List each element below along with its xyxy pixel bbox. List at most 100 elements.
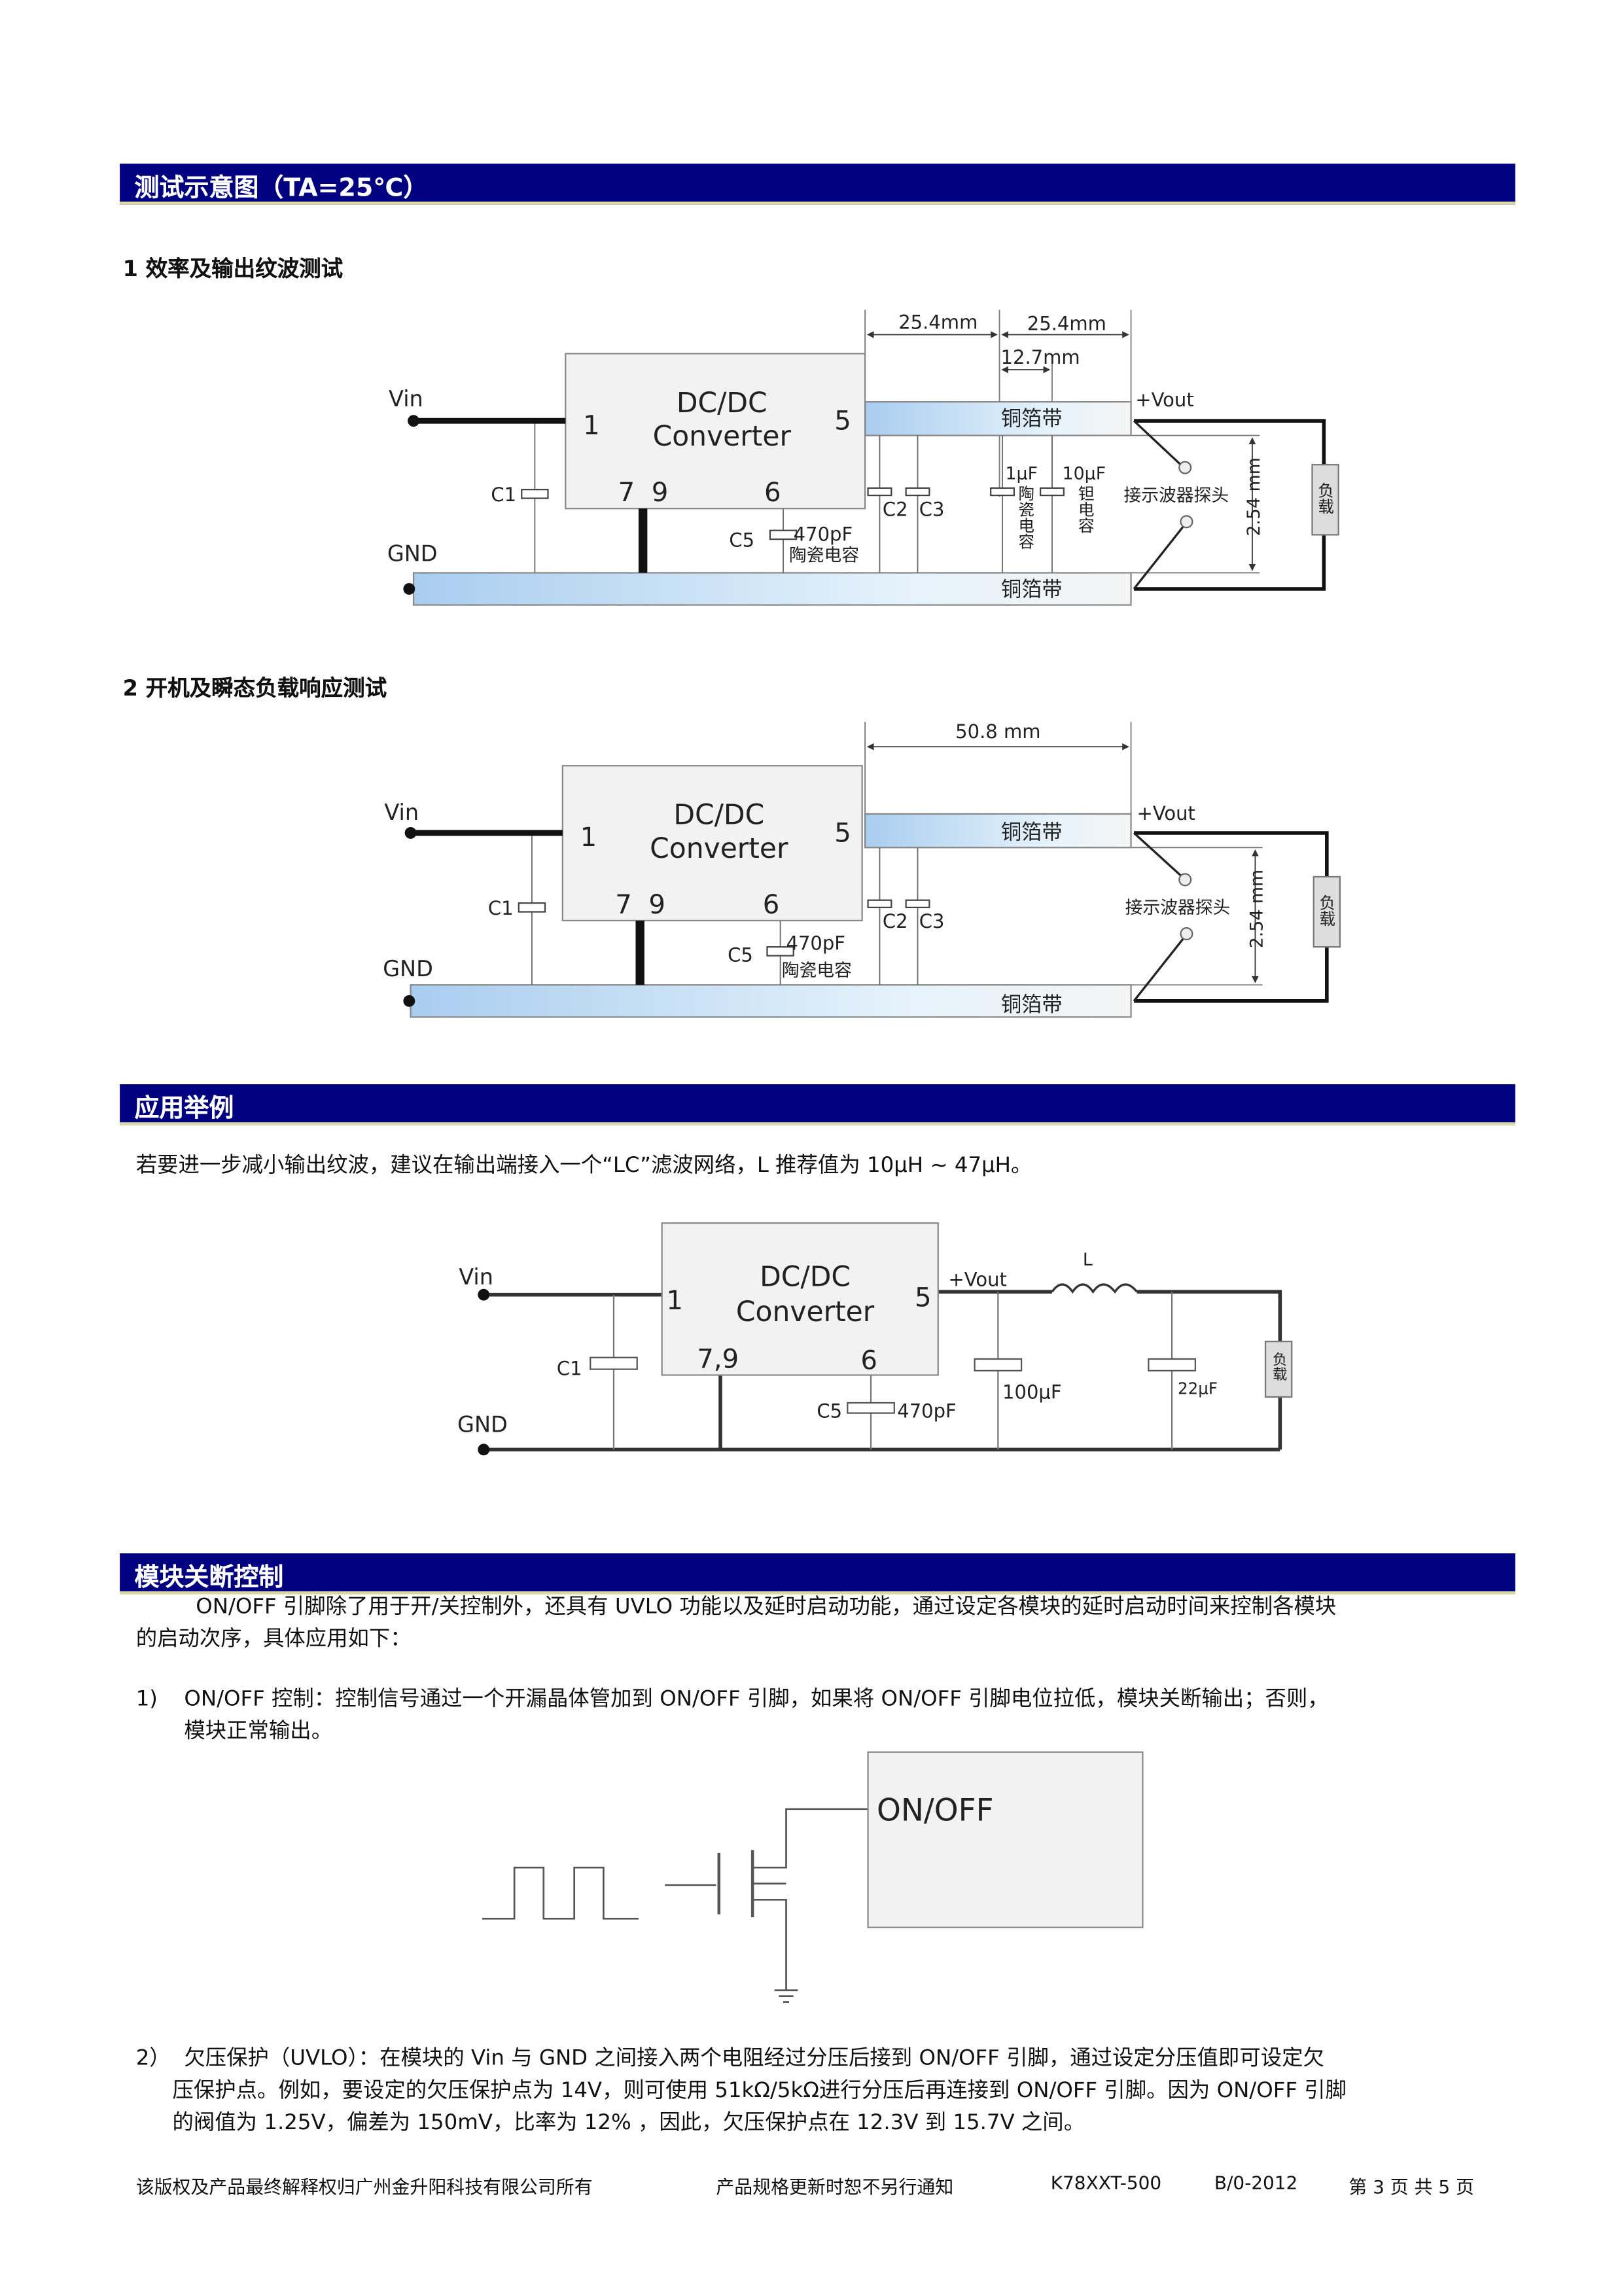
item1-number: 1) <box>135 1687 158 1712</box>
footer-copyright: 该版权及产品最终解释权归广州金升阳科技有限公司所有 <box>135 2176 593 2198</box>
subheading-startup: 2 开机及瞬态负载响应测试 <box>122 675 387 701</box>
pin-label: 5 <box>915 1283 932 1313</box>
vin-label: Vin <box>384 800 419 825</box>
pin-label: 1 <box>666 1286 683 1316</box>
section-header-onoff: 模块关断控制 <box>120 1553 1515 1595</box>
c5-value: 470pF <box>897 1400 957 1422</box>
vout-label: +Vout <box>948 1268 1006 1290</box>
footer-model: K78XXT-500 <box>1050 2171 1162 2194</box>
item2-line1: 欠压保护（UVLO）：在模块的 Vin 与 GND 之间接入两个电阻经过分压后接… <box>184 2047 1324 2071</box>
pin-label: 7 9 <box>618 478 669 508</box>
copper-label: 铜箔带 <box>1001 407 1063 431</box>
cap-value: 1μF <box>1006 464 1038 484</box>
load-label: 负载 <box>1316 482 1335 515</box>
pin-label: 1 <box>583 410 600 440</box>
pin-label: 6 <box>860 1346 877 1376</box>
dimension-label: 12.7mm <box>1001 346 1080 368</box>
cap-value: 10μF <box>1063 464 1106 484</box>
footer-revision: B/0-2012 <box>1214 2171 1298 2194</box>
vin-label: Vin <box>389 386 423 412</box>
dimension-label: 2.54 mm <box>1247 870 1267 948</box>
dimension-label: 25.4mm <box>1027 313 1106 335</box>
footer-page: 第 3 页 共 5 页 <box>1349 2176 1474 2198</box>
footer-notice: 产品规格更新时恕不另行通知 <box>716 2176 954 2198</box>
load-label: 负载 <box>1317 894 1336 927</box>
subheading-efficiency: 1 效率及输出纹波测试 <box>122 255 344 283</box>
onoff-control-diagram: ON/OFF <box>482 1751 1144 2003</box>
probe-label: 接示波器探头 <box>1123 486 1229 506</box>
item2-number: 2） <box>135 2047 171 2071</box>
copper-label: 铜箔带 <box>1001 578 1063 601</box>
converter-label: DC/DC <box>673 800 764 832</box>
c5-type: 陶瓷电容 <box>782 961 852 981</box>
efficiency-ripple-test-diagram: 25.4mm 25.4mm 12.7mm 2.54 mm <box>387 309 1339 606</box>
c5-type: 陶瓷电容 <box>789 546 859 566</box>
converter-label: DC/DC <box>677 387 767 419</box>
c3-label: C3 <box>919 498 945 520</box>
item2-line3: 的阀值为 1.25V，偏差为 150mV，比率为 12% ，因此，欠压保护点在 … <box>172 2111 1085 2135</box>
load-label: 负载 <box>1270 1351 1287 1381</box>
onoff-pin-label: ON/OFF <box>877 1793 994 1829</box>
onoff-module-box <box>867 1751 1144 1928</box>
c5-value: 470pF <box>794 523 853 545</box>
converter-label: Converter <box>736 1296 875 1328</box>
c5-label: C5 <box>817 1400 842 1422</box>
dcdc-converter-box <box>561 765 863 922</box>
c1-label: C1 <box>488 897 514 919</box>
c1-label: C1 <box>491 484 516 506</box>
vout-label: +Vout <box>1137 802 1195 824</box>
c1-label: C1 <box>557 1358 582 1380</box>
pin-label: 6 <box>763 890 780 920</box>
c3-label: C3 <box>919 910 945 932</box>
c2-label: C2 <box>883 910 908 932</box>
pin-label: 7,9 <box>697 1344 739 1374</box>
section-header-app: 应用举例 <box>120 1084 1515 1125</box>
item2-line2: 压保护点。例如，要设定的欠压保护点为 14V，则可使用 51kΩ/5kΩ进行分压… <box>172 2079 1347 2103</box>
section-title: 测试示意图（TA=25℃） <box>134 173 429 203</box>
gnd-label: GND <box>457 1412 508 1438</box>
pin-label: 7 9 <box>615 890 665 920</box>
section-header-test: 测试示意图（TA=25℃） <box>120 164 1515 205</box>
dimension-label: 2.54 mm <box>1244 457 1264 536</box>
startup-transient-test-diagram: 50.8 mm 2.54 mm 负载 DC/DC Converter <box>383 720 1341 1018</box>
pin-label: 6 <box>764 478 781 508</box>
pin-label: 5 <box>834 406 851 436</box>
load-box <box>1311 464 1339 536</box>
lc-filter-application-diagram: 负载 DC/DC Converter 1 5 7,9 6 Vin GND +Vo… <box>457 1222 1293 1456</box>
copper-strip-vout <box>864 813 1132 849</box>
section-title: 模块关断控制 <box>134 1563 284 1593</box>
converter-label: DC/DC <box>760 1261 851 1293</box>
dimension-label: 25.4mm <box>898 311 978 333</box>
item1-line1: ON/OFF 控制：控制信号通过一个开漏晶体管加到 ON/OFF 引脚，如果将 … <box>184 1687 1329 1712</box>
converter-label: Converter <box>653 421 792 453</box>
gnd-label: GND <box>383 956 433 981</box>
pin-label: 5 <box>834 818 851 848</box>
copper-strip-gnd <box>412 572 1132 606</box>
inductor-symbol <box>1051 1283 1138 1294</box>
vout-label: +Vout <box>1135 389 1193 411</box>
cap-value: 100μF <box>1002 1381 1062 1403</box>
onoff-intro-2: 的启动次序，具体应用如下： <box>135 1627 412 1651</box>
c5-label: C5 <box>728 944 753 966</box>
c2-label: C2 <box>883 498 908 520</box>
probe-label: 接示波器探头 <box>1125 898 1231 918</box>
gnd-label: GND <box>387 541 438 567</box>
vin-label: Vin <box>459 1264 493 1290</box>
item1-line2: 模块正常输出。 <box>184 1720 333 1744</box>
onoff-intro-1: ON/OFF 引脚除了用于开/关控制外，还具有 UVLO 功能以及延时启动功能，… <box>196 1595 1337 1619</box>
section-title: 应用举例 <box>134 1094 234 1124</box>
c5-label: C5 <box>729 529 754 551</box>
load-box <box>1313 875 1341 948</box>
converter-label: Converter <box>650 833 788 865</box>
copper-label: 铜箔带 <box>1001 821 1063 844</box>
app-text: 若要进一步减小输出纹波，建议在输出端接入一个“LC”滤波网络，L 推荐值为 10… <box>135 1154 1032 1178</box>
load-box <box>1264 1341 1293 1398</box>
cap-type: 钽电容 <box>1076 485 1095 533</box>
copper-strip-gnd <box>410 984 1132 1018</box>
copper-strip-vout <box>864 401 1132 436</box>
mosfet-symbol <box>665 1808 868 2003</box>
copper-label: 铜箔带 <box>1001 993 1063 1016</box>
cap-type: 陶瓷电容 <box>1016 485 1035 550</box>
